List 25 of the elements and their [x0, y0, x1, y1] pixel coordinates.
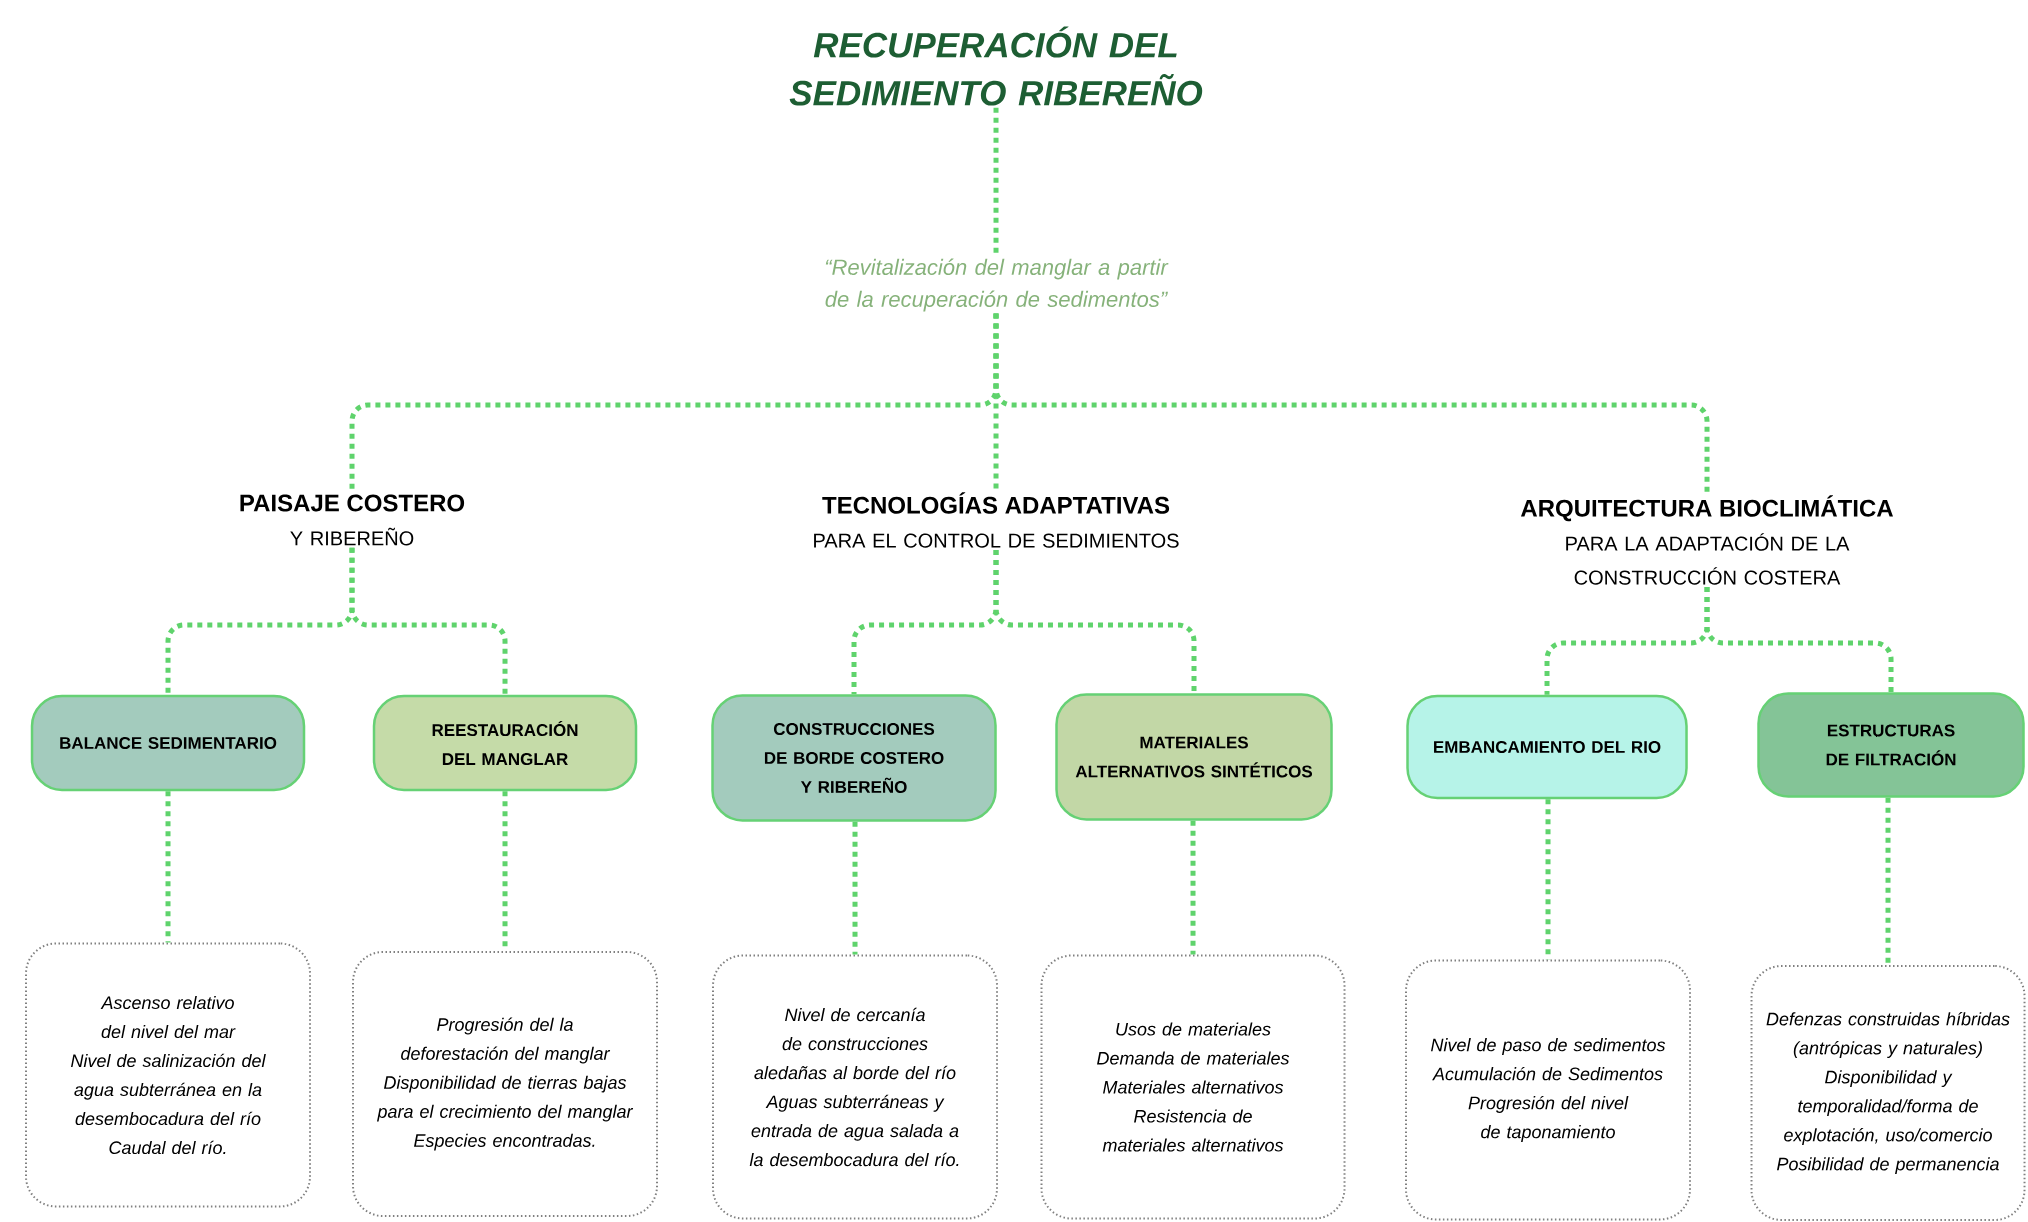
connector-line: [1704, 586, 1894, 693]
indicator-box: Nivel de cercanía de construcciones aledañas al borde del río Aguas subterráneas y entrada de agua salada a la desembocadura del río.: [712, 954, 998, 1220]
connector-line: [165, 791, 171, 943]
topic-box: CONSTRUCCIONES DE BORDE COSTERO Y RIBEREÑO: [711, 694, 997, 822]
quote-text: “Revitalización del manglar a partir de la recuperación de sedimentos”: [825, 258, 1169, 312]
indicator-box: Ascenso relativo del nivel del mar Nivel de salinización del agua subterránea en la desembocadura del río Caudal del río.: [25, 942, 311, 1208]
topic-box: ESTRUCTURAS DE FILTRACIÓN: [1757, 692, 2025, 798]
connector-line: [852, 821, 858, 955]
connector-line: [1190, 820, 1196, 955]
indicator-box: Nivel de paso de sedimentos Acumulación de Sedimentos Progresión del nivel de taponamiento: [1405, 959, 1691, 1221]
indicator-box: Defenzas construidas híbridas (antrópicas y naturales) Disponibilidad y temporalidad/forma de explotación, uso/comercio Posibilidad de permanencia: [1750, 965, 2026, 1221]
topic-box: BALANCE SEDIMENTARIO: [30, 694, 306, 792]
indicator-box: Usos de materiales Demanda de materiales Materiales alternativos Resistencia de materiales alternativos: [1040, 954, 1346, 1220]
indicator-box: Progresión del la deforestación del manglar Disponibilidad de tierras bajas para el crecimiento del manglar Especies encontradas.: [352, 951, 658, 1217]
connector-line: [993, 549, 1197, 694]
topic-box: EMBANCAMIENTO DEL RIO: [1406, 694, 1688, 800]
topic-box: MATERIALES ALTERNATIVOS SINTÉTICOS: [1055, 693, 1333, 821]
category-heading: PAISAJE COSTERO Y RIBEREÑO: [240, 494, 465, 546]
category-heading: TECNOLOGÍAS ADAPTATIVAS PARA EL CONTROL DE SEDIMIENTOS: [814, 492, 1179, 548]
connector-line: [993, 313, 1710, 494]
connector-line: [1885, 797, 1891, 965]
title-text: RECUPERACIÓN DEL SEDIMIENTO RIBEREÑO: [789, 26, 1203, 106]
topic-box: REESTAURACIÓN DEL MANGLAR: [372, 694, 638, 792]
connector-line: [349, 547, 508, 695]
category-heading: ARQUITECTURA BIOCLIMÁTICA PARA LA ADAPTACIÓN DE LA CONSTRUCCIÓN COSTERA: [1520, 495, 1893, 585]
